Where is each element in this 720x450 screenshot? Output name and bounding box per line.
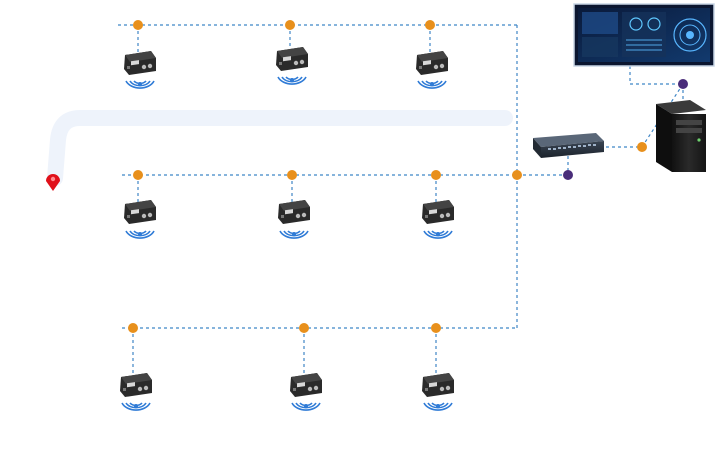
network-switch-icon <box>533 133 604 158</box>
hub-nodes <box>563 79 688 180</box>
wifi-signal-icon <box>277 76 307 85</box>
reader-row-2 <box>124 200 454 239</box>
rfid-reader-icon <box>416 51 448 75</box>
bus-lines <box>118 24 684 378</box>
wifi-signal-icon <box>125 230 155 239</box>
location-pin-icon <box>46 174 60 191</box>
rfid-reader-icon <box>278 200 310 224</box>
rfid-reader-icon <box>422 200 454 224</box>
movement-trail <box>47 110 513 186</box>
reader-row-1 <box>124 47 448 89</box>
server-tower-icon <box>656 100 706 172</box>
wifi-signal-icon <box>423 402 453 411</box>
rfid-reader-icon <box>290 373 322 397</box>
rfid-reader-icon <box>276 47 308 71</box>
reader-row-3 <box>120 373 454 411</box>
wifi-signal-icon <box>279 230 309 239</box>
wifi-signal-icon <box>121 402 151 411</box>
rfid-reader-icon <box>124 51 156 75</box>
rfid-reader-icon <box>124 200 156 224</box>
connector-nodes <box>128 20 647 333</box>
wifi-signal-icon <box>125 80 155 89</box>
wifi-signal-icon <box>423 230 453 239</box>
wifi-signal-icon <box>417 80 447 89</box>
dashboard-monitor-icon <box>573 3 715 67</box>
rfid-reader-icon <box>422 373 454 397</box>
wifi-signal-icon <box>291 402 321 411</box>
rfid-reader-icon <box>120 373 152 397</box>
